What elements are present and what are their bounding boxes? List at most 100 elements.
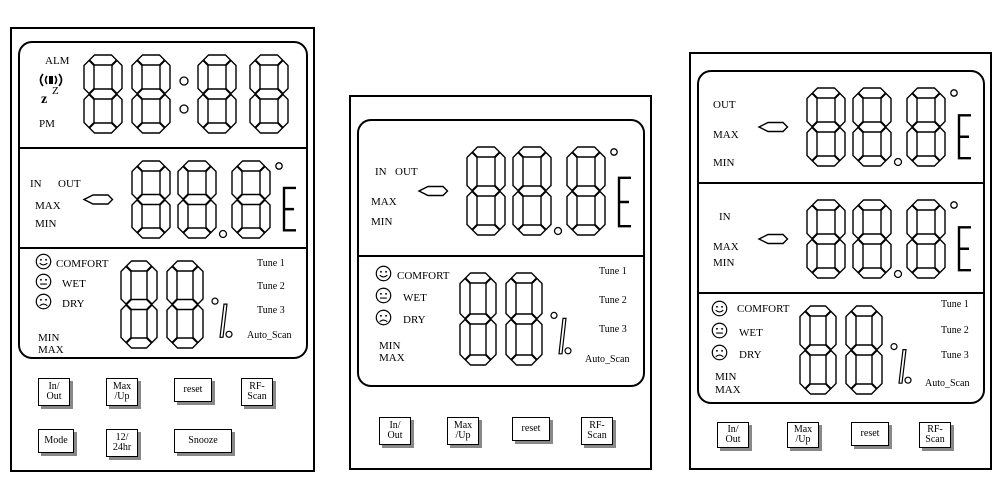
in-out-button[interactable]: In/ Out [379,417,411,445]
degree-unit-icon [275,162,296,232]
lcd-screen-3: OUT MAX MIN IN MAX MIN COMFORT WET DRY M… [697,70,985,404]
seven-segment-digit [131,160,171,239]
seven-segment-digit [197,54,237,134]
humidity-min-label: MIN [38,332,60,344]
humidity-section: COMFORT WET DRY MIN MAX Tune 1 Tune 2 Tu… [20,247,306,357]
percent-icon [890,342,912,384]
decimal-point-segment [218,229,228,239]
in-out-button[interactable]: In/ Out [38,378,70,406]
seven-segment-digit [505,272,543,366]
temperature-section: IN OUT MAX MIN [359,121,643,255]
wet-label: WET [62,278,86,290]
seven-segment-digit [231,160,271,239]
seven-segment-digit [177,160,217,239]
percent-icon [211,297,233,338]
auto-scan-label: Auto_Scan [585,354,630,365]
in-out-button[interactable]: In/ Out [717,422,749,448]
decimal-point-segment [893,269,903,279]
tune-3-label: Tune 3 [257,305,285,316]
indoor-temperature-digits [757,199,971,279]
tune-3-label: Tune 3 [941,350,969,361]
dry-label: DRY [62,298,85,310]
comfort-label: COMFORT [737,303,790,315]
wet-label: WET [739,327,763,339]
tune-3-label: Tune 3 [599,324,627,335]
temperature-digits [417,146,631,236]
max-label: MAX [713,129,739,141]
humidity-digits [120,260,233,349]
snooze-button[interactable]: Snooze [174,429,232,453]
lcd-screen-1: ALM z Z PM IN OUT MAX MIN COMFORT WET DR… [18,41,308,359]
seven-segment-digit [845,305,883,395]
seven-segment-digit [852,199,892,279]
neutral-face-icon [711,322,728,339]
in-label: IN [719,211,731,223]
in-label: IN [30,178,42,190]
degree-unit-icon [950,201,971,272]
tune-1-label: Tune 1 [257,258,285,269]
seven-segment-digit [806,199,846,279]
device-3-panel: OUT MAX MIN IN MAX MIN COMFORT WET DRY M… [689,52,992,470]
reset-button[interactable]: reset [851,422,889,446]
sad-face-icon [375,309,392,326]
mode-button[interactable]: Mode [38,429,74,453]
snooze-z-superscript: Z [52,85,59,97]
degree-unit-icon [610,148,631,228]
humidity-max-label: MAX [38,344,64,356]
tune-1-label: Tune 1 [941,299,969,310]
neutral-face-icon [375,287,392,304]
max-up-button[interactable]: Max /Up [787,422,819,448]
in-label: IN [375,166,387,178]
alarm-label: ALM [45,55,70,67]
seven-segment-digit [166,260,204,349]
minus-sign-segment [82,194,114,205]
decimal-point-segment [893,157,903,167]
tune-2-label: Tune 2 [257,281,285,292]
max-label: MAX [371,196,397,208]
max-up-button[interactable]: Max /Up [447,417,479,445]
seven-segment-digit [566,146,606,236]
max-up-button[interactable]: Max /Up [106,378,138,406]
seven-segment-digit [799,305,837,395]
humidity-min-label: MIN [715,371,737,383]
dry-label: DRY [403,314,426,326]
outdoor-temperature-section: OUT MAX MIN [699,72,983,182]
neutral-face-icon [35,273,52,290]
seven-segment-digit [512,146,552,236]
smiley-face-icon [375,265,392,282]
seven-segment-digit [852,87,892,167]
tune-2-label: Tune 2 [941,325,969,336]
rf-scan-button[interactable]: RF- Scan [581,417,613,445]
smiley-face-icon [711,300,728,317]
humidity-digits [799,305,912,395]
comfort-label: COMFORT [56,258,109,270]
sad-face-icon [35,293,52,310]
out-label: OUT [395,166,418,178]
reset-button[interactable]: reset [512,417,550,441]
seven-segment-digit [131,54,171,134]
seven-segment-digit [466,146,506,236]
temperature-section: IN OUT MAX MIN [20,147,306,249]
decimal-point-segment [553,226,563,236]
rf-scan-button[interactable]: RF- Scan [241,378,273,406]
humidity-section: COMFORT WET DRY MIN MAX Tune 1 Tune 2 Tu… [359,255,643,385]
min-label: MIN [371,216,393,228]
humidity-max-label: MAX [715,384,741,396]
lcd-screen-2: IN OUT MAX MIN COMFORT WET DRY MIN MAX T… [357,119,645,387]
auto-scan-label: Auto_Scan [925,378,970,389]
wet-label: WET [403,292,427,304]
snooze-z-label: z [41,92,48,107]
reset-button[interactable]: reset [174,378,212,402]
humidity-digits [459,272,572,366]
time-digits [83,54,289,134]
pm-label: PM [39,118,55,130]
12-24hr-button[interactable]: 12/ 24hr [106,429,138,457]
temperature-digits [82,160,296,239]
rf-scan-button[interactable]: RF- Scan [919,422,951,448]
tune-2-label: Tune 2 [599,295,627,306]
seven-segment-digit [806,87,846,167]
min-label: MIN [35,218,57,230]
device-1-panel: ALM z Z PM IN OUT MAX MIN COMFORT WET DR… [10,27,315,472]
auto-scan-label: Auto_Scan [247,330,292,341]
minus-sign-segment [757,121,789,133]
